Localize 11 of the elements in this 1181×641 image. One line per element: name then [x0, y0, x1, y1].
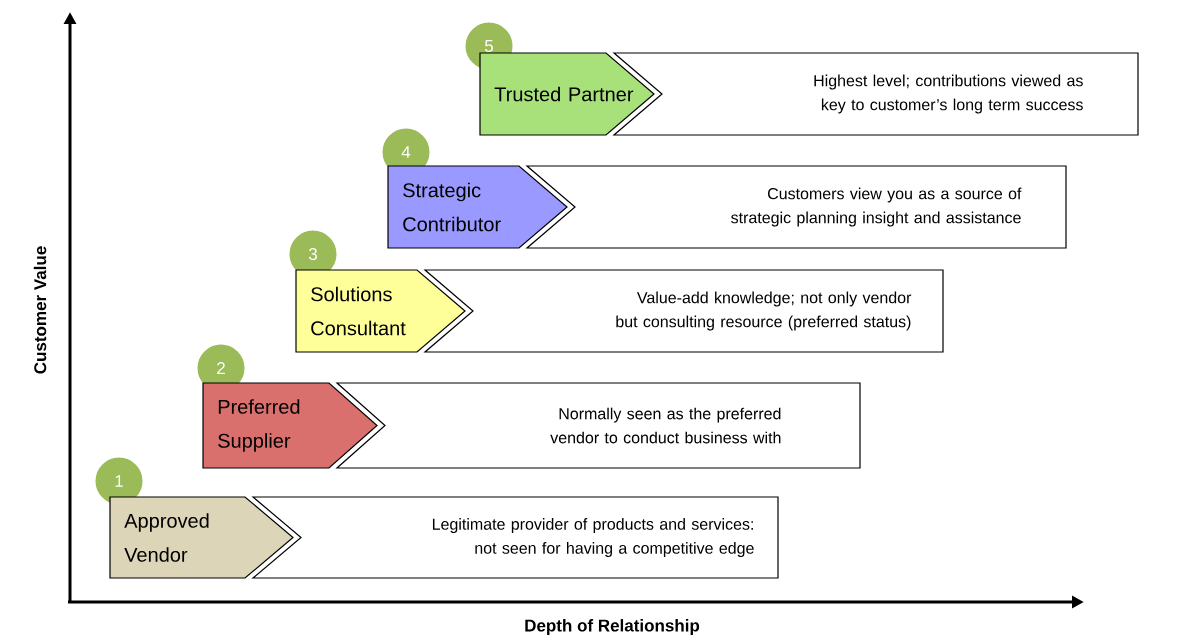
- chevron-box: Strategic Contributor: [387, 165, 568, 249]
- chevron-box: Preferred Supplier: [202, 382, 378, 469]
- chevron-box: Trusted Partner: [479, 52, 655, 136]
- description-box: Customers view you as a source of strategic planning insight and assistance: [525, 165, 1067, 249]
- description-box: Value-add knowledge; not only vendor but consulting resource (preferred status): [423, 269, 944, 353]
- chevron-box: Solutions Consultant: [295, 269, 466, 353]
- description-box: Legitimate provider of products and services: not seen for having a competitive edge: [251, 496, 779, 579]
- axis-label: Customer Value: [33, 246, 47, 374]
- chevron-box: Approved Vendor: [109, 496, 294, 579]
- axis-label: Depth of Relationship: [525, 619, 700, 635]
- description-box: Normally seen as the preferred vendor to conduct business with: [335, 382, 861, 469]
